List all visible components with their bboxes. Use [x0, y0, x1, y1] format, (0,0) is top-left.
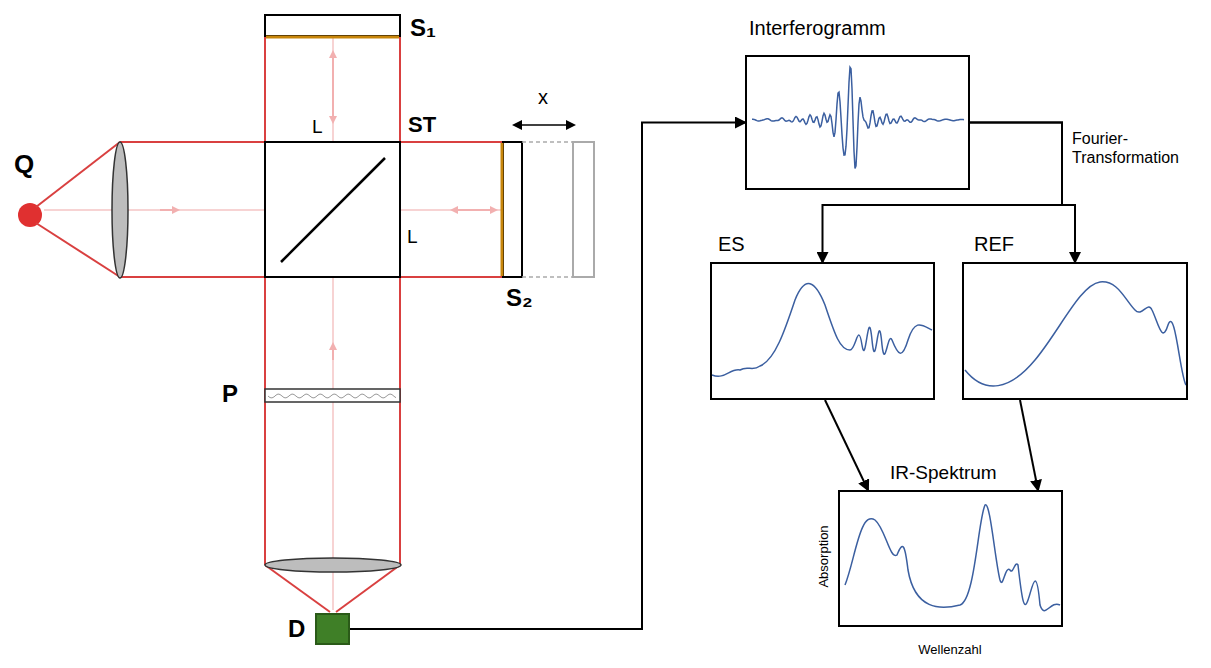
displacement-arrow — [514, 124, 574, 126]
mirror-label: S₁ — [410, 14, 436, 42]
sample-spectrum-curve — [712, 284, 932, 377]
beam-splitter-plate — [281, 158, 385, 262]
lens — [112, 142, 128, 278]
node-title: D — [288, 615, 305, 643]
ir-spectrum-box: IR-Spektrum — [838, 490, 1063, 627]
node-title: ES — [718, 233, 745, 256]
displacement-label: x — [538, 86, 548, 109]
sample-label: P — [222, 380, 238, 408]
node-title: Interferogramm — [749, 17, 886, 40]
light-beam — [36, 37, 503, 612]
flow-arrow — [350, 123, 745, 630]
ir-spectrum-curve — [845, 505, 1060, 611]
axis-label: Wellenzahl — [918, 643, 981, 658]
reference-spectrum-curve — [965, 282, 1186, 386]
fixed-mirror — [265, 15, 400, 36]
beam-splitter — [265, 142, 400, 277]
node-title: IR-Spektrum — [890, 462, 997, 484]
mirror-ghost — [522, 142, 594, 277]
flow-arrow — [825, 400, 868, 490]
interferogram-curve — [752, 67, 964, 168]
distance-label: L — [407, 226, 418, 248]
sample-spectrum-box: ES — [710, 262, 935, 400]
source-label: Q — [14, 150, 34, 180]
flow-arrow — [823, 123, 1063, 263]
node-title: REF — [974, 233, 1014, 256]
sample-texture — [268, 394, 396, 398]
mirror-label: S₂ — [506, 284, 533, 312]
mirror-coating — [501, 143, 504, 276]
movable-mirror — [503, 142, 522, 277]
flow-arrow — [970, 123, 1075, 263]
beam-splitter-label: ST — [408, 112, 436, 137]
mirror-coating — [266, 36, 399, 39]
edge-label: Fourier-Transformation — [1070, 129, 1196, 167]
lens — [265, 558, 401, 572]
axis-label: Absorption — [817, 525, 832, 587]
reference-spectrum-box: REF — [962, 262, 1188, 400]
distance-label: L — [312, 116, 323, 138]
flow-arrow — [1020, 400, 1038, 490]
beam-direction-arrows — [160, 52, 496, 360]
optical-axis — [44, 37, 503, 610]
sample — [265, 389, 400, 402]
interferogram-box: Interferogramm — [745, 55, 970, 190]
detector: D — [315, 613, 350, 645]
